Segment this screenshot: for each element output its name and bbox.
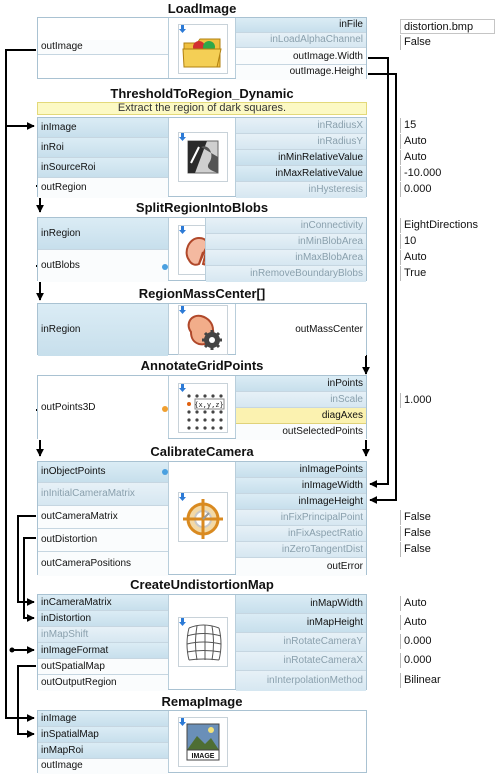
port-connector-dot <box>162 264 168 270</box>
output-port-outoutputregion[interactable]: outOutputRegion <box>38 675 168 691</box>
param-inscale[interactable]: inScale <box>236 392 366 408</box>
value-inrotatecameray[interactable]: 0.000 <box>400 634 495 649</box>
input-port-inregion[interactable]: inRegion <box>38 218 168 250</box>
value-inradiusx[interactable]: 15 <box>400 118 495 133</box>
output-port-outselectedpoints[interactable]: outSelectedPoints <box>236 424 366 440</box>
param-inzerotangentdist[interactable]: inZeroTangentDist <box>236 542 366 558</box>
param-inloadalphachannel[interactable]: inLoadAlphaChannel <box>236 33 366 48</box>
grid-points-icon: {x,y,z} <box>178 383 228 433</box>
port-connector-dot <box>162 469 168 475</box>
input-port-inspatialmap[interactable]: inSpatialMap <box>38 727 168 743</box>
param-inmaxrelativevalue[interactable]: inMaxRelativeValue <box>236 166 366 182</box>
block-title: RegionMassCenter[] <box>138 286 266 301</box>
block-title: SplitRegionIntoBlobs <box>135 200 269 215</box>
value-inrotatecamerax[interactable]: 0.000 <box>400 653 495 668</box>
param-inradiusy[interactable]: inRadiusY <box>236 134 366 150</box>
remap-image-icon: IMAGE <box>178 717 228 767</box>
input-port-inimage[interactable]: inImage <box>38 118 168 138</box>
output-port-outmasscenter[interactable]: outMassCenter <box>236 304 366 356</box>
output-port-outerror[interactable]: outError <box>236 558 366 576</box>
output-port-outimage[interactable]: outImage <box>38 40 168 55</box>
param-diagaxes[interactable]: diagAxes <box>236 408 366 424</box>
value-infile[interactable]: distortion.bmp <box>400 19 495 34</box>
input-port-indistortion[interactable]: inDistortion <box>38 611 168 627</box>
value-inremoveboundaryblobs[interactable]: True <box>400 266 495 281</box>
input-port-incameramatrix[interactable]: inCameraMatrix <box>38 595 168 611</box>
param-infixaspectratio[interactable]: inFixAspectRatio <box>236 526 366 542</box>
value-inmaxblobarea[interactable]: Auto <box>400 250 495 265</box>
param-infixprincipalpoint[interactable]: inFixPrincipalPoint <box>236 510 366 526</box>
block-title: CreateUndistortionMap <box>130 577 274 592</box>
input-port-insourceroi[interactable]: inSourceRoi <box>38 158 168 178</box>
value-infixaspectratio[interactable]: False <box>400 526 495 541</box>
param-inminblobarea[interactable]: inMinBlobArea <box>206 234 366 250</box>
value-inradiusy[interactable]: Auto <box>400 134 495 149</box>
output-port-height[interactable]: outImage.Height <box>236 65 366 80</box>
value-inconnectivity[interactable]: EightDirections <box>400 218 495 233</box>
block-title: AnnotateGridPoints <box>140 358 264 373</box>
param-inpoints[interactable]: inPoints <box>236 376 366 392</box>
input-port-inmapshift[interactable]: inMapShift <box>38 627 168 643</box>
param-inimagewidth[interactable]: inImageWidth <box>236 478 366 494</box>
input-port-inobjectpoints[interactable]: inObjectPoints <box>38 462 168 483</box>
param-inrotatecameray[interactable]: inRotateCameraY <box>236 633 366 652</box>
input-port-inimage[interactable]: inImage <box>38 711 168 727</box>
port-connector-dot <box>162 406 168 412</box>
param-inradiusx[interactable]: inRadiusX <box>236 118 366 134</box>
param-inconnectivity[interactable]: inConnectivity <box>206 218 366 234</box>
param-inminrelativevalue[interactable]: inMinRelativeValue <box>236 150 366 166</box>
output-port-outspatialmap[interactable]: outSpatialMap <box>38 659 168 675</box>
output-port-outblobs[interactable]: outBlobs <box>38 250 168 282</box>
value-inminrelativevalue[interactable]: Auto <box>400 150 495 165</box>
output-port-width[interactable]: outImage.Width <box>236 50 366 65</box>
icon-caption: IMAGE <box>192 753 215 760</box>
param-inmapheight[interactable]: inMapHeight <box>236 614 366 633</box>
block-title: LoadImage <box>167 1 237 16</box>
block-description: Extract the region of dark squares. <box>37 102 367 115</box>
param-inmaxblobarea[interactable]: inMaxBlobArea <box>206 250 366 266</box>
param-inimageheight[interactable]: inImageHeight <box>236 494 366 510</box>
value-inmaxrelativevalue[interactable]: -10.000 <box>400 166 495 181</box>
param-inmapwidth[interactable]: inMapWidth <box>236 595 366 614</box>
param-ininterpolationmethod[interactable]: inInterpolationMethod <box>236 671 366 691</box>
output-port-outimage[interactable]: outImage <box>38 759 168 774</box>
output-port-outpoints3d[interactable]: outPoints3D <box>38 376 168 440</box>
input-port-inroi[interactable]: inRoi <box>38 138 168 158</box>
value-inmapheight[interactable]: Auto <box>400 615 495 630</box>
value-inhysteresis[interactable]: 0.000 <box>400 182 495 197</box>
param-inremoveboundaryblobs[interactable]: inRemoveBoundaryBlobs <box>206 266 366 282</box>
value-inscale[interactable]: 1.000 <box>400 393 495 408</box>
folder-image-icon <box>178 24 228 74</box>
value-inminblobarea[interactable]: 10 <box>400 234 495 249</box>
input-port-ininitialcameramatrix[interactable]: inInitialCameraMatrix <box>38 483 168 506</box>
svg-text:{x,y,z}: {x,y,z} <box>194 401 224 409</box>
param-inhysteresis[interactable]: inHysteresis <box>236 182 366 198</box>
value-inzerotangentdist[interactable]: False <box>400 542 495 557</box>
value-inmapwidth[interactable]: Auto <box>400 596 495 611</box>
calibration-target-icon <box>178 492 228 542</box>
output-port-outcameramatrix[interactable]: outCameraMatrix <box>38 506 168 529</box>
output-port-outdistortion[interactable]: outDistortion <box>38 529 168 552</box>
distortion-map-icon <box>178 617 228 667</box>
param-inimagepoints[interactable]: inImagePoints <box>236 462 366 478</box>
input-port-inimageformat[interactable]: inImageFormat <box>38 643 168 659</box>
output-port-outcamerapositions[interactable]: outCameraPositions <box>38 552 168 576</box>
threshold-image-icon <box>178 132 228 182</box>
param-inrotatecamerax[interactable]: inRotateCameraX <box>236 652 366 671</box>
block-title: CalibrateCamera <box>150 444 254 459</box>
input-port-inregion[interactable]: inRegion <box>38 304 168 356</box>
value-inloadalphachannel[interactable]: False <box>400 35 495 50</box>
mass-center-gear-icon <box>178 305 228 355</box>
param-infile[interactable]: inFile <box>236 18 366 33</box>
block-title: ThresholdToRegion_Dynamic <box>110 86 294 101</box>
value-infixprincipalpoint[interactable]: False <box>400 510 495 525</box>
input-port-inmaproi[interactable]: inMapRoi <box>38 743 168 759</box>
block-title: RemapImage <box>161 694 243 709</box>
output-port-outregion[interactable]: outRegion <box>38 178 168 198</box>
value-ininterpolationmethod[interactable]: Bilinear <box>400 673 495 688</box>
